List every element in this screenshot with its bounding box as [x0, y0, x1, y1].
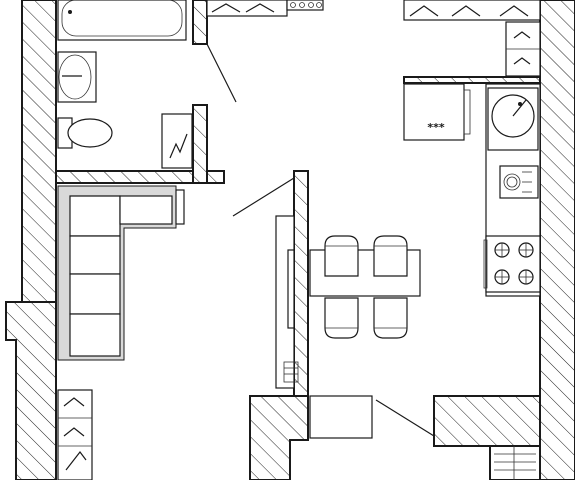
sofa-cushion	[69, 313, 121, 357]
living-room-door	[232, 177, 295, 217]
entry-door	[375, 399, 435, 437]
entry	[309, 395, 536, 480]
hallway-top	[206, 0, 324, 17]
bottom-wall-left	[249, 395, 309, 480]
bathroom-door	[206, 43, 237, 103]
sofa-cushion	[69, 195, 121, 237]
stove-label: ***	[427, 121, 445, 134]
kitchen: ***	[403, 83, 541, 297]
bathtub-inner	[61, 0, 183, 37]
hanger-icon	[409, 5, 529, 17]
toilet-bowl	[67, 118, 113, 148]
sofa-cushion	[69, 273, 121, 315]
hanger-icon	[65, 451, 87, 471]
bathroom-partition	[55, 170, 225, 184]
bathroom-wall-stub	[192, 0, 208, 45]
cabinet-bottom	[309, 395, 373, 439]
bathroom	[57, 0, 237, 169]
outer-wall-left-upper	[21, 0, 57, 303]
hanger-icon	[63, 397, 85, 437]
dining-set	[309, 235, 421, 339]
kitchen-top-wall	[403, 76, 541, 84]
washbasin-bowl	[58, 54, 92, 100]
chair	[324, 297, 359, 339]
kitchen-cabinet	[403, 83, 465, 141]
wardrobe-right	[403, 0, 541, 77]
sofa-arm	[175, 189, 185, 225]
bathtub	[57, 0, 187, 41]
bathroom-wall-right	[192, 104, 208, 184]
outer-wall-left-lower	[5, 301, 57, 480]
sofa-cushion	[119, 195, 173, 225]
living-room	[57, 177, 299, 389]
stove	[485, 235, 541, 293]
bathtub-drain-icon	[68, 10, 72, 14]
chair	[324, 235, 359, 277]
hallway-wardrobe	[57, 389, 93, 480]
washbasin	[57, 51, 97, 103]
wardrobe	[57, 389, 93, 480]
water-heater	[161, 113, 193, 169]
walls	[5, 0, 575, 480]
outer-wall-right	[539, 0, 575, 480]
stairs	[494, 446, 536, 480]
dish-rack	[499, 165, 539, 199]
hanger-icon	[513, 31, 531, 65]
hanger-icon	[211, 3, 275, 13]
lightning-icon	[169, 133, 188, 159]
radiator	[283, 361, 299, 383]
stair-box	[489, 445, 541, 480]
bottom-wall-right	[433, 395, 541, 447]
chair	[373, 297, 408, 339]
tv-screen	[287, 249, 295, 329]
shoe-rack	[286, 0, 324, 11]
chair	[373, 235, 408, 277]
sofa-cushion	[69, 235, 121, 275]
